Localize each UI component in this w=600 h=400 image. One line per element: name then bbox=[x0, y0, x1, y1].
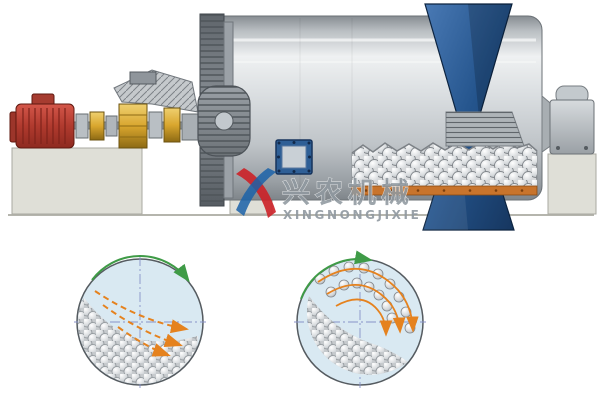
material-wedge-hatch bbox=[446, 112, 524, 146]
logo-blue-swoosh-icon bbox=[236, 168, 276, 216]
manhole-cover bbox=[275, 139, 313, 175]
bearing-housing bbox=[549, 99, 595, 155]
motor-pedestal bbox=[11, 147, 143, 215]
cataracting-motion-diagram bbox=[294, 250, 426, 388]
rotation-arrow bbox=[91, 255, 190, 283]
discharge-bearing bbox=[541, 85, 595, 155]
pinion-bearing bbox=[181, 113, 199, 141]
pinion-gear bbox=[197, 85, 251, 157]
watermark: 兴农机械 XINGNONGJIXIE bbox=[236, 168, 421, 222]
mill-assembly bbox=[8, 3, 597, 231]
grinding-balls bbox=[352, 142, 537, 189]
liner-bolts bbox=[364, 189, 524, 192]
electric-motor bbox=[9, 93, 75, 149]
bearing-pedestal bbox=[547, 153, 597, 215]
pinion-hub bbox=[214, 111, 234, 131]
feed-hopper bbox=[129, 71, 157, 85]
cataracting-flow-arrows bbox=[317, 267, 419, 337]
coupling bbox=[75, 113, 89, 139]
coupling-gold bbox=[163, 107, 181, 143]
brand-logo-icon bbox=[236, 168, 276, 218]
feed-chute bbox=[113, 69, 199, 113]
gearbox bbox=[118, 103, 148, 149]
cascading-motion-diagram bbox=[74, 255, 206, 388]
coupling-gold bbox=[89, 111, 105, 141]
motor-cooling-fins bbox=[22, 108, 66, 144]
manhole-bolts bbox=[277, 141, 311, 173]
brand-name-cn: 兴农机械 bbox=[282, 176, 414, 209]
ball-charge-cutaway bbox=[351, 111, 538, 196]
coupling bbox=[148, 111, 163, 139]
drive-train bbox=[73, 103, 203, 149]
cascading-flow-arrows bbox=[94, 290, 189, 357]
housing-facet-shadow bbox=[468, 4, 512, 118]
logo-red-swoosh-icon bbox=[236, 168, 276, 218]
coupling bbox=[105, 115, 118, 137]
rotation-arrow bbox=[300, 250, 373, 300]
brand-name-en: XINGNONGJIXIE bbox=[283, 208, 421, 222]
ball-charge bbox=[306, 296, 408, 375]
